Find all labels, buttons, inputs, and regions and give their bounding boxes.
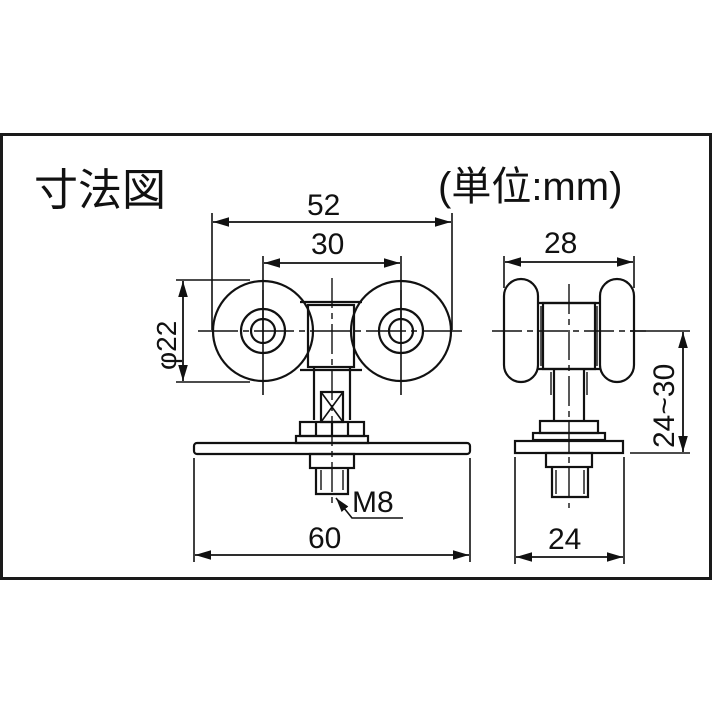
drawing-title: 寸法図: [34, 166, 166, 215]
dim-24-30: 24~30: [648, 364, 681, 448]
thread-callout-m8: M8: [352, 486, 394, 519]
unit-note: (単位:mm): [438, 165, 622, 209]
side-view: [492, 256, 690, 564]
dim-60: 60: [308, 522, 341, 555]
dim-52: 52: [307, 189, 340, 222]
dim-28: 28: [544, 227, 577, 260]
drawing-frame: [0, 133, 712, 580]
dim-24: 24: [548, 523, 581, 556]
front-view: [176, 213, 472, 562]
dim-phi22: φ22: [151, 321, 182, 370]
dim-30: 30: [311, 228, 344, 261]
